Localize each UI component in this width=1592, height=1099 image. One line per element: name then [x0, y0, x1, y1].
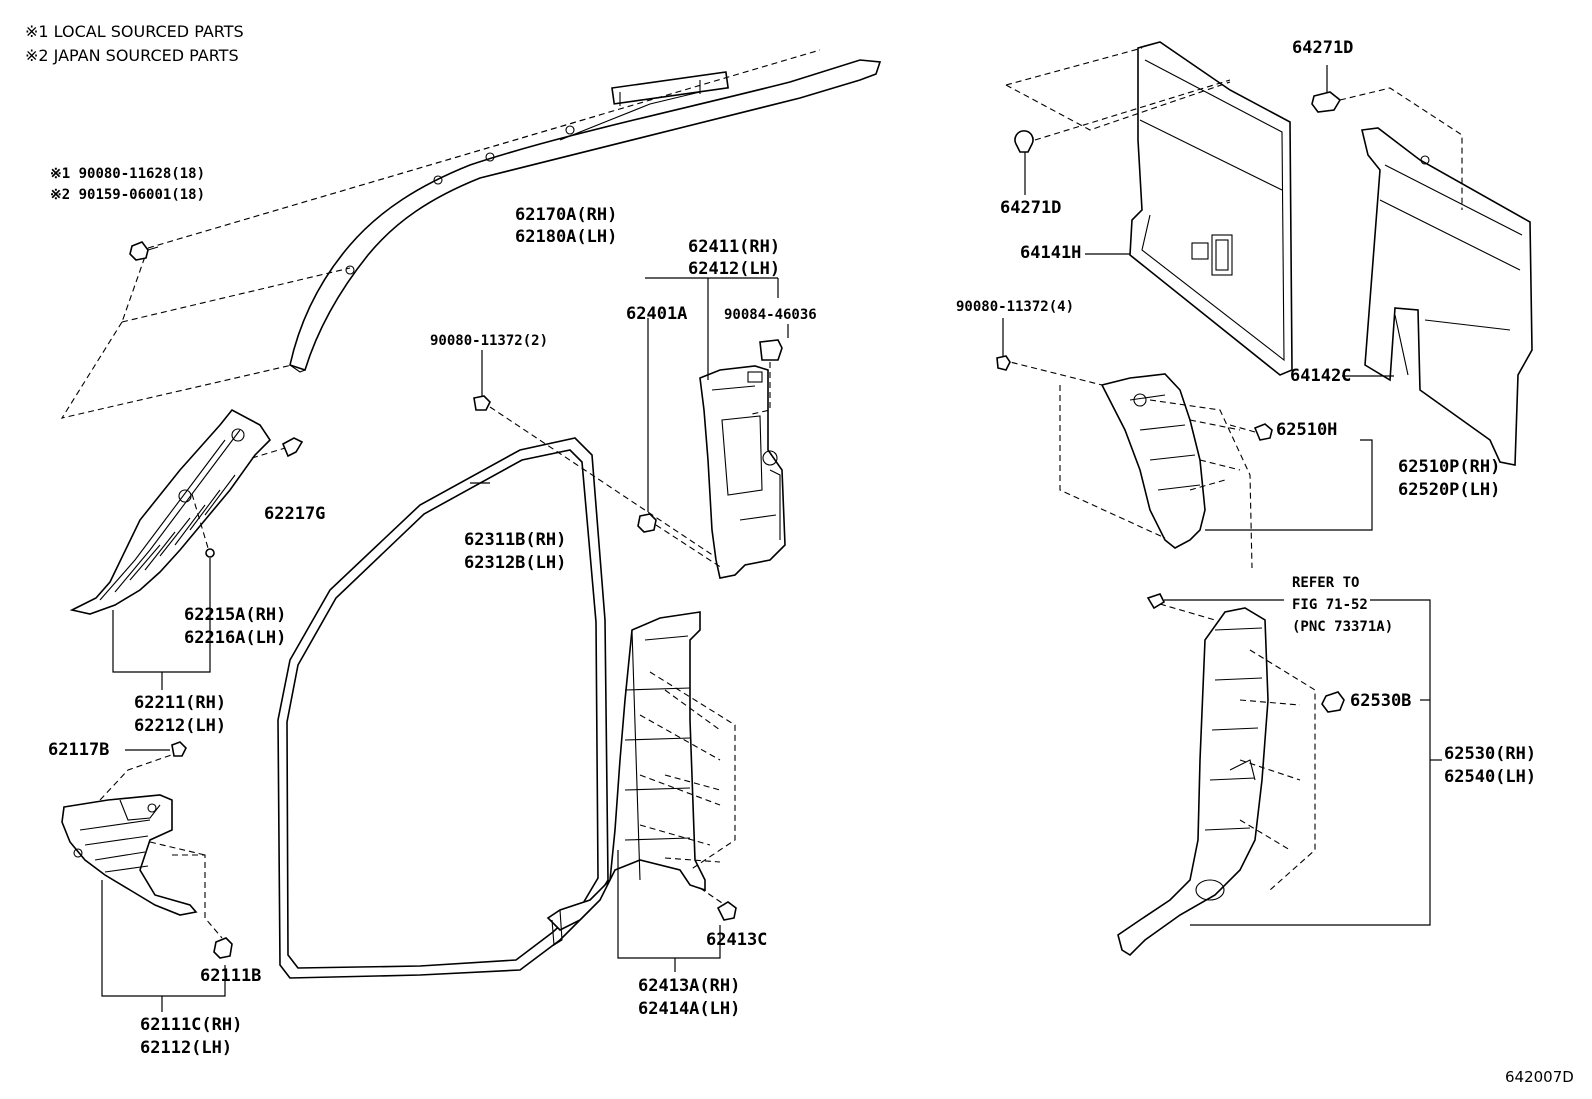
- label-bolt-local: ※1 90080-11628(18): [50, 166, 206, 182]
- note-japan-sourced: ※2 JAPAN SOURCED PARTS: [25, 46, 239, 65]
- clip-62413c-part: [716, 901, 737, 921]
- label-clip-62117b: 62117B: [48, 740, 110, 760]
- label-weatherstrip-lh: 62312B(LH): [464, 553, 567, 573]
- label-refer-line3: (PNC 73371A): [1292, 619, 1394, 635]
- label-pillar-lower-rh: 62413A(RH): [638, 976, 741, 996]
- label-clip-62530b: 62530B: [1350, 691, 1412, 711]
- door-weatherstrip-part: [277, 437, 609, 979]
- clip-62117b-part: [171, 741, 187, 757]
- label-panel-64141h: 64141H: [1020, 243, 1082, 263]
- clip-62217g-part: [281, 437, 304, 458]
- label-garnish-62215a: 62215A(RH): [184, 605, 287, 625]
- center-pillar-lower-part: [546, 611, 706, 946]
- figure-number: 642007D: [1505, 1068, 1574, 1086]
- cowl-side-trim-part: [61, 794, 198, 916]
- clip-62215a-part: [205, 548, 215, 558]
- clip-64271d-top-part: [1311, 91, 1342, 113]
- label-quarter-lower-lh: 62540(LH): [1444, 767, 1537, 787]
- label-weatherstrip-rh: 62311B(RH): [464, 530, 567, 550]
- bolt-90080-part: [129, 241, 159, 261]
- trim-board-64141h-part: [1129, 41, 1293, 376]
- label-quarter-upper-lh: 62520P(LH): [1398, 480, 1501, 500]
- label-clip-62510h: 62510H: [1276, 420, 1338, 440]
- roof-side-rail-part: [289, 59, 882, 373]
- label-pillar-upper-lh: 62412(LH): [688, 259, 781, 279]
- label-quarter-upper-rh: 62510P(RH): [1398, 457, 1501, 477]
- label-screw-90080-4: 90080-11372(4): [956, 299, 1075, 315]
- front-pillar-garnish-part: [69, 408, 272, 615]
- label-garnish-assy-lh: 62212(LH): [134, 716, 227, 736]
- label-clip-62217g: 62217G: [264, 504, 326, 524]
- clip-64271d-left-part: [1014, 130, 1034, 153]
- label-panel-64142c: 64142C: [1290, 366, 1352, 386]
- label-screw-90080-2: 90080-11372(2): [430, 333, 549, 349]
- label-clip-62401a: 62401A: [626, 304, 688, 324]
- label-clip-62413c: 62413C: [706, 930, 768, 950]
- quarter-trim-lower-part: [1117, 607, 1269, 957]
- label-cowl-lh: 62112(LH): [140, 1038, 233, 1058]
- screw-90080-4-part: [996, 355, 1011, 371]
- clip-73371a-part: [1146, 593, 1166, 610]
- clip-62510h-part: [1253, 423, 1273, 441]
- label-bolt-japan: ※2 90159-06001(18): [50, 187, 206, 203]
- label-clip-62111b: 62111B: [200, 966, 262, 986]
- clip-62111b-part: [213, 937, 233, 959]
- label-clip-64271d-top: 64271D: [1292, 38, 1354, 58]
- label-pillar-lower-lh: 62414A(LH): [638, 999, 741, 1019]
- label-garnish-62216a: 62216A(LH): [184, 628, 287, 648]
- note-local-sourced: ※1 LOCAL SOURCED PARTS: [25, 22, 244, 41]
- label-rail-rh: 62170A(RH): [515, 205, 618, 225]
- label-garnish-assy-rh: 62211(RH): [134, 693, 227, 713]
- label-clip-64271d-left: 64271D: [1000, 198, 1062, 218]
- center-pillar-upper-part: [699, 365, 786, 579]
- label-quarter-lower-rh: 62530(RH): [1444, 744, 1537, 764]
- label-refer-line2: FIG 71-52: [1292, 597, 1368, 613]
- clip-62401a-part: [637, 513, 657, 533]
- quarter-trim-upper-part: [1100, 373, 1206, 549]
- label-clip-90084: 90084-46036: [724, 307, 817, 323]
- label-rail-lh: 62180A(LH): [515, 227, 618, 247]
- clip-90084-part: [759, 339, 783, 361]
- clip-62530b-part: [1321, 691, 1345, 713]
- label-refer-line1: REFER TO: [1292, 575, 1360, 591]
- label-cowl-rh: 62111C(RH): [140, 1015, 243, 1035]
- screw-90080-2-part: [473, 395, 491, 411]
- label-pillar-upper-rh: 62411(RH): [688, 237, 781, 257]
- trim-board-64142c-part: [1361, 127, 1533, 466]
